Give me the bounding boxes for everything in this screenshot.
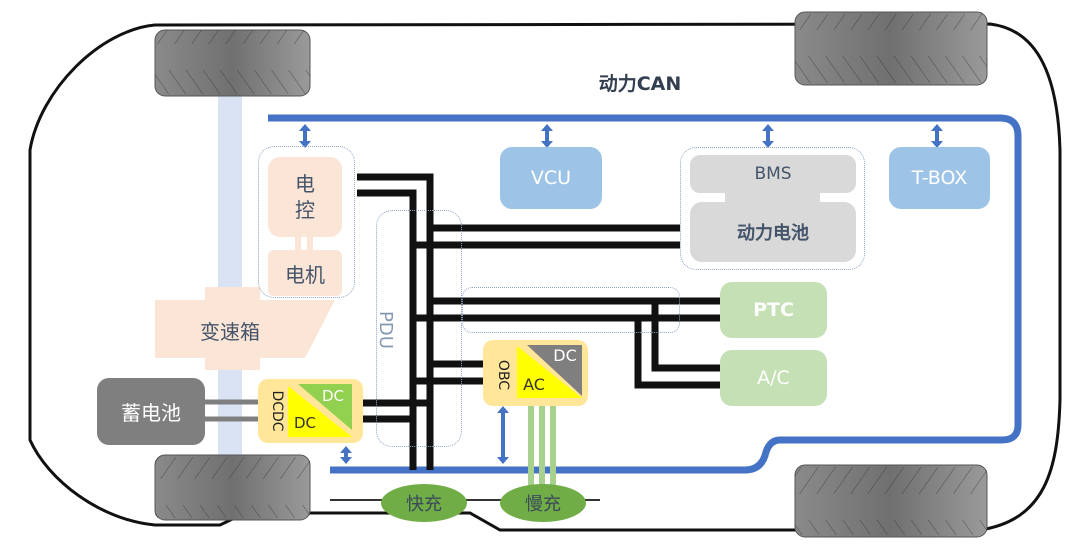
ac-charge-wiring (528, 405, 556, 495)
can-arrows (299, 124, 943, 464)
dcdc-label: DCDC (269, 390, 285, 432)
motor-label: 电机 (285, 262, 325, 287)
can-arrow-vcu (541, 124, 553, 148)
ptc[interactable] (720, 282, 827, 338)
car-body-outline (28, 22, 1062, 532)
power-battery-label: 动力电池 (737, 223, 809, 244)
fast-charge-port[interactable]: 快充 (381, 484, 467, 522)
tire-front-left (154, 29, 311, 97)
gearbox-shape (155, 287, 335, 370)
pdu-label: PDU (375, 311, 397, 349)
motor-group (258, 146, 355, 298)
tbox-label: T-BOX (911, 167, 968, 189)
dcdc-out-label: DC (321, 387, 345, 405)
slow-charge-port[interactable]: 慢充 (500, 484, 586, 522)
vcu-label: VCU (530, 167, 572, 189)
motor-controller-label: 电 控 (295, 172, 315, 222)
power-battery[interactable] (690, 202, 856, 262)
vcu[interactable] (500, 147, 602, 209)
ac[interactable] (720, 350, 827, 406)
lv-wiring (205, 399, 258, 422)
hv-wiring (357, 173, 720, 470)
tire-rear-right (794, 464, 988, 538)
can-arrow-dcdc (340, 446, 352, 464)
can-title: 动力CAN (598, 72, 682, 95)
tire-rear-left (154, 454, 311, 521)
hvac-junction (462, 287, 680, 333)
pdu-box[interactable] (376, 210, 462, 447)
can-bus-line (268, 114, 1022, 474)
lv-battery[interactable] (97, 378, 205, 445)
tire-front-right (794, 11, 988, 86)
drive-shaft (218, 96, 242, 456)
lv-battery-label: 蓄电池 (121, 401, 181, 425)
obc-in-label: AC (523, 374, 545, 394)
bms[interactable] (690, 155, 856, 193)
can-arrow-motor (299, 124, 311, 148)
battery-group (680, 147, 865, 270)
can-arrow-obc (497, 406, 509, 464)
bms-label: BMS (754, 164, 792, 184)
ptc-label: PTC (753, 299, 794, 321)
obc-out-label: DC (553, 345, 577, 365)
dcdc-in-label: DC (293, 414, 317, 432)
motor-controller[interactable] (268, 157, 342, 237)
motor[interactable] (268, 250, 342, 296)
gearbox-label: 变速箱 (200, 319, 260, 344)
can-arrow-tbox (931, 124, 943, 148)
tbox[interactable] (889, 147, 990, 209)
obc-label: OBC (495, 359, 511, 391)
can-arrow-bms (762, 124, 774, 148)
ac-label: A/C (757, 367, 790, 389)
